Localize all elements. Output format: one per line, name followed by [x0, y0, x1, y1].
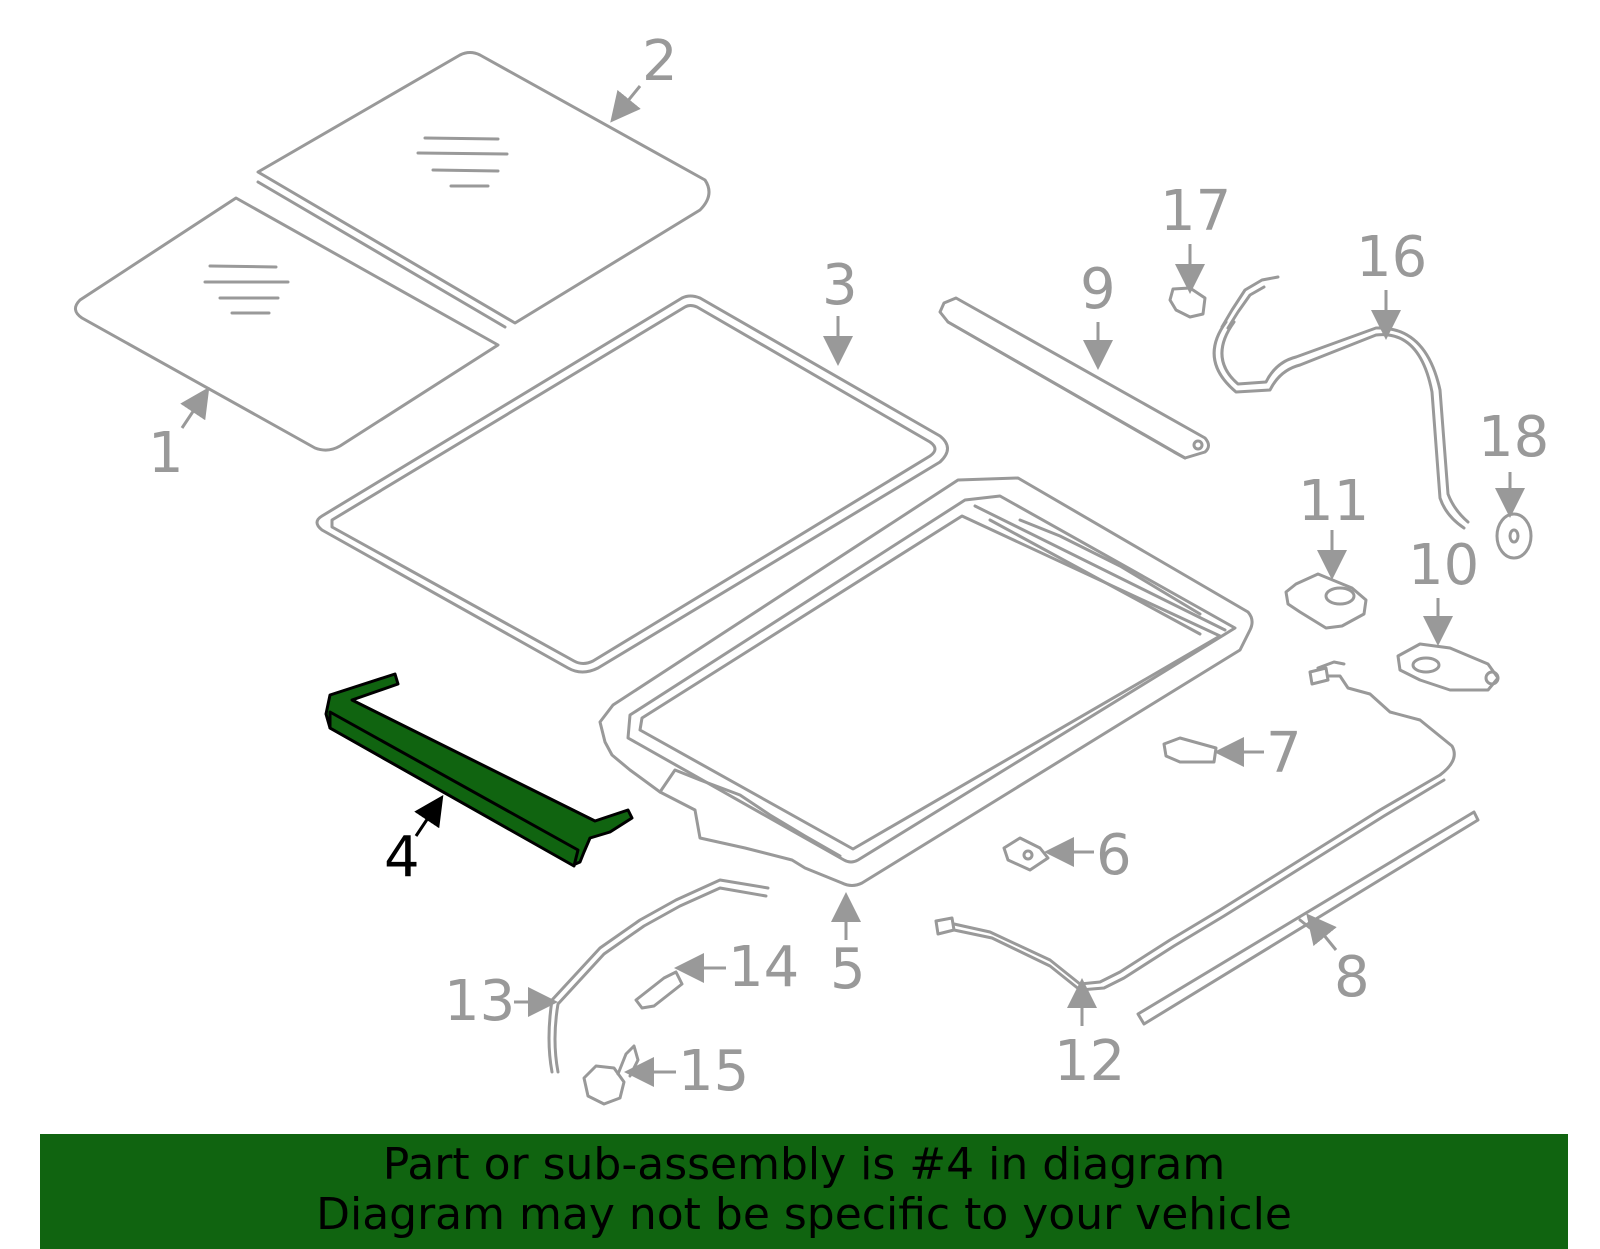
- arrow-8: [1306, 913, 1338, 951]
- callout-3: 3: [822, 253, 858, 318]
- part-15-connector: [582, 1044, 640, 1106]
- part-14-clip: [634, 970, 684, 1010]
- part-18-grommet: [1495, 512, 1533, 560]
- banner-line-1: Part or sub-assembly is #4 in diagram: [382, 1139, 1226, 1190]
- part-12-harness: [934, 660, 1456, 992]
- part-7-bracket: [1162, 736, 1218, 764]
- arrow-2: [610, 85, 642, 123]
- callout-17: 17: [1160, 179, 1231, 244]
- part-17-clip: [1168, 275, 1280, 330]
- part-10-motor: [1396, 642, 1500, 692]
- part-6-bracket: [1002, 836, 1050, 872]
- part-9-deflector: [938, 296, 1210, 460]
- part-11-motor: [1284, 572, 1368, 630]
- part-4-highlighted-rail: [324, 672, 634, 868]
- callout-13: 13: [444, 969, 515, 1034]
- part-2-rear-glass: [256, 51, 711, 329]
- callout-4: 4: [384, 825, 420, 890]
- callout-6: 6: [1096, 823, 1132, 888]
- part-5-frame: [598, 476, 1254, 887]
- arrow-4: [414, 795, 444, 837]
- info-banner: Part or sub-assembly is #4 in diagram Di…: [40, 1134, 1568, 1249]
- callout-9: 9: [1080, 257, 1116, 322]
- arrow-1: [180, 387, 210, 429]
- callout-11: 11: [1298, 469, 1369, 534]
- callout-labels: 1 2 3 4 5 6 7 8 9 10 11 12 13 14 15 16 1…: [148, 29, 1549, 1104]
- callout-2: 2: [642, 29, 678, 94]
- callout-15: 15: [678, 1039, 749, 1104]
- callout-12: 12: [1054, 1029, 1125, 1094]
- part-13-drain-hose: [547, 878, 770, 1074]
- callout-18: 18: [1478, 405, 1549, 470]
- callout-16: 16: [1356, 225, 1427, 290]
- callout-1: 1: [148, 421, 184, 486]
- callout-14: 14: [728, 935, 799, 1000]
- leader-arrows: [180, 85, 1525, 1087]
- callout-5: 5: [830, 937, 866, 1002]
- part-3-seal: [315, 294, 949, 674]
- part-8-strip: [1136, 810, 1480, 1026]
- callout-7: 7: [1266, 721, 1302, 786]
- part-1-front-glass: [74, 196, 500, 452]
- callout-8: 8: [1334, 945, 1370, 1010]
- banner-line-2: Diagram may not be specific to your vehi…: [316, 1189, 1292, 1240]
- callout-10: 10: [1408, 533, 1479, 598]
